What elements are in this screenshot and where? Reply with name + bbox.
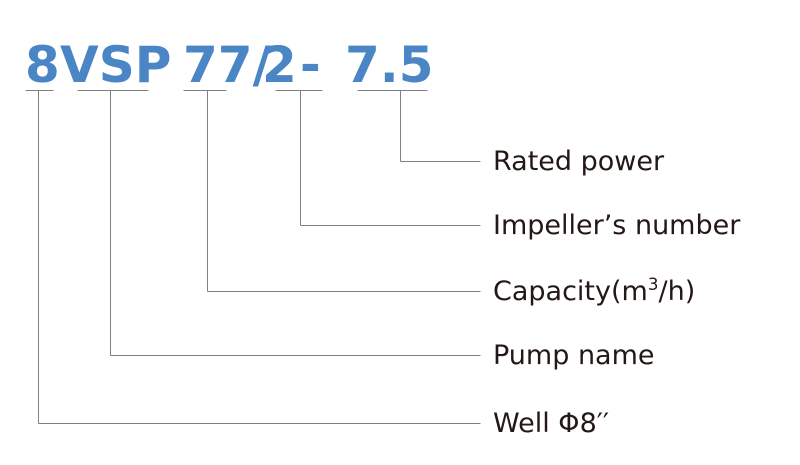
callout-label-pump-name: Pump name	[493, 340, 655, 371]
model-code-segment-rated-power: 7.5	[345, 36, 434, 94]
callout-label-suffix-capacity: /h)	[658, 276, 696, 307]
callout-label-text-capacity: Capacity(m	[493, 276, 648, 307]
leader-line-well-diameter	[25, 90, 481, 424]
callout-label-well-diameter: Well Φ8′′	[493, 408, 610, 439]
model-code-segment-pump-name: VSP	[60, 36, 172, 94]
leader-line-impeller-number	[275, 90, 481, 226]
model-code-segment-well-diameter: 8	[25, 36, 60, 94]
model-code-segment-separator: -	[300, 36, 321, 94]
model-code-segment-capacity: 77/	[183, 36, 271, 94]
leader-line-capacity	[183, 90, 481, 292]
callout-label-superscript-capacity: 3	[647, 274, 659, 294]
callout-label-capacity: Capacity(m3/h)	[493, 274, 696, 307]
leader-line-rated-power	[357, 90, 481, 162]
model-code-segment-impeller-number: 2	[262, 36, 297, 94]
callout-label-impeller-number: Impeller’s number	[493, 210, 741, 241]
callout-label-rated-power: Rated power	[493, 146, 665, 177]
leader-lines-group	[25, 90, 481, 424]
leader-line-pump-name	[77, 90, 481, 356]
